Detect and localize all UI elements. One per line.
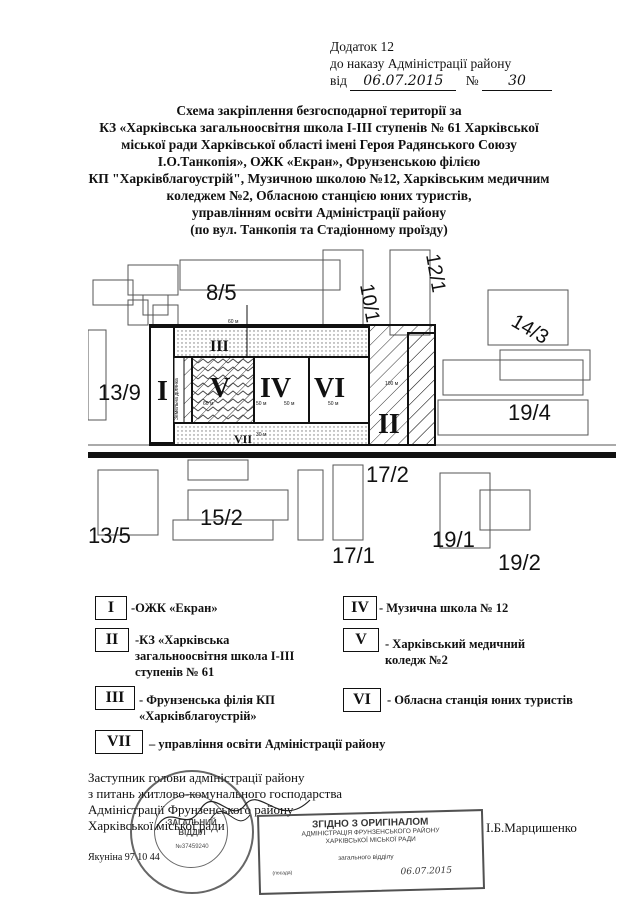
building-label: 10/1: [355, 282, 383, 324]
appendix-date-line: від 06.07.2015 № 30: [330, 72, 600, 91]
legend-text: - Харківський медичний коледж №2: [385, 637, 526, 667]
dim-label: 60 м: [203, 401, 214, 407]
number-value: 30: [482, 73, 553, 91]
legend-num: VII: [95, 730, 143, 754]
legend-num: V: [343, 628, 379, 652]
legend-num: VI: [343, 688, 381, 712]
signature: [154, 799, 311, 831]
title-line: І.О.Танкопія», ОЖК «Екран», Фрунзенською…: [157, 154, 481, 169]
stamp-date: 06.07.2015: [400, 865, 453, 878]
appendix-header: Додаток 12 до наказу Адміністрації район…: [330, 38, 600, 91]
zone-label-V: V: [210, 373, 230, 404]
street-line: [88, 452, 616, 458]
building-label: 13/9: [98, 380, 141, 405]
zone-III-area: [173, 326, 370, 358]
dim-label: 50 м: [328, 401, 339, 407]
legend-text: - Обласна станція юних туристів: [387, 693, 573, 707]
title-line: (по вул. Танкопія та Стадіонному проїзду…: [190, 222, 448, 237]
stamp-line: загального відділу: [338, 853, 394, 862]
zone-VII-area: [173, 422, 370, 446]
signer-line: Заступник голови адміністрації району: [88, 770, 305, 785]
dim-label: 50 м: [256, 401, 267, 407]
side-label: Земельна ділянка: [174, 378, 180, 420]
date-prefix: від: [330, 73, 347, 88]
number-prefix: №: [465, 73, 479, 88]
appendix-number: Додаток 12: [330, 39, 394, 54]
title-line: коледжем №2, Обласною станцією юних тури…: [166, 188, 472, 203]
dim-label: 100 м: [385, 381, 399, 387]
stamp-sub: (посада): [272, 870, 293, 877]
building-label: 12/1: [421, 252, 449, 294]
date-value: 06.07.2015: [350, 73, 457, 91]
legend-num: II: [95, 628, 129, 652]
zone-V-area: [191, 356, 255, 424]
building-label: 15/2: [200, 505, 243, 530]
title-line: управлінням освіти Адміністрації району: [191, 205, 447, 220]
signer-name: І.Б.Марцишенко: [486, 820, 577, 835]
round-stamp: ЗАГАЛЬНИЙ ВІДДІЛ №37459240: [130, 770, 254, 894]
title-line: КЗ «Харківська загальноосвітня школа І-І…: [99, 120, 539, 135]
appendix-order: до наказу Адміністрації району: [330, 56, 512, 71]
zone-label-III: III: [210, 338, 229, 355]
building-label: 19/4: [508, 400, 551, 425]
title-line: КП "Харківблагоустрій", Музичною школою …: [88, 171, 550, 186]
round-stamp-center: ЗАГАЛЬНИЙ ВІДДІЛ: [167, 818, 217, 837]
zone-VI-area: [308, 356, 370, 424]
legend-text: -КЗ «Харківська загальноосвітня школа І-…: [135, 633, 295, 679]
zone-label-I: I: [157, 376, 168, 407]
legend-num: IV: [343, 596, 377, 620]
legend-num: I: [95, 596, 127, 620]
executor-note: Якуніна 97 10 44: [88, 852, 160, 863]
legend-text: - Фрунзенська філія КП «Харківблагоустрі…: [139, 693, 275, 723]
territory-map: I II III IV V VI VII 60 м 50 м 60 м 50 м…: [88, 249, 616, 575]
zone-label-VII: VII: [234, 432, 252, 446]
document-title: Схема закріплення безгосподарної територ…: [60, 102, 578, 238]
title-line: Схема закріплення безгосподарної територ…: [176, 103, 462, 118]
building-label: 19/2: [498, 550, 541, 575]
building-label: 17/2: [366, 462, 409, 487]
building-label: 17/1: [332, 543, 375, 568]
building-label: 8/5: [206, 280, 237, 305]
zone-II-area: [407, 332, 436, 446]
zone-label-IV: IV: [260, 373, 291, 404]
legend-text: – управління освіти Адміністрації району: [149, 737, 386, 751]
legend-text: -ОЖК «Екран»: [131, 601, 218, 615]
zone-label-VI: VI: [314, 373, 345, 404]
legend-num: III: [95, 686, 135, 710]
dim-label: 50 м: [284, 401, 295, 407]
legend-text: - Музична школа № 12: [379, 601, 509, 615]
building-label: 19/1: [432, 527, 475, 552]
round-stamp-code: №37459240: [175, 844, 209, 850]
dim-label: 60 м: [228, 319, 239, 325]
dim-label: 30 м: [256, 432, 267, 438]
zone-label-II: II: [378, 409, 400, 440]
building-label: 14/3: [508, 310, 553, 349]
title-line: міської ради Харківської області імені Г…: [121, 137, 517, 152]
building-label: 13/5: [88, 523, 131, 548]
